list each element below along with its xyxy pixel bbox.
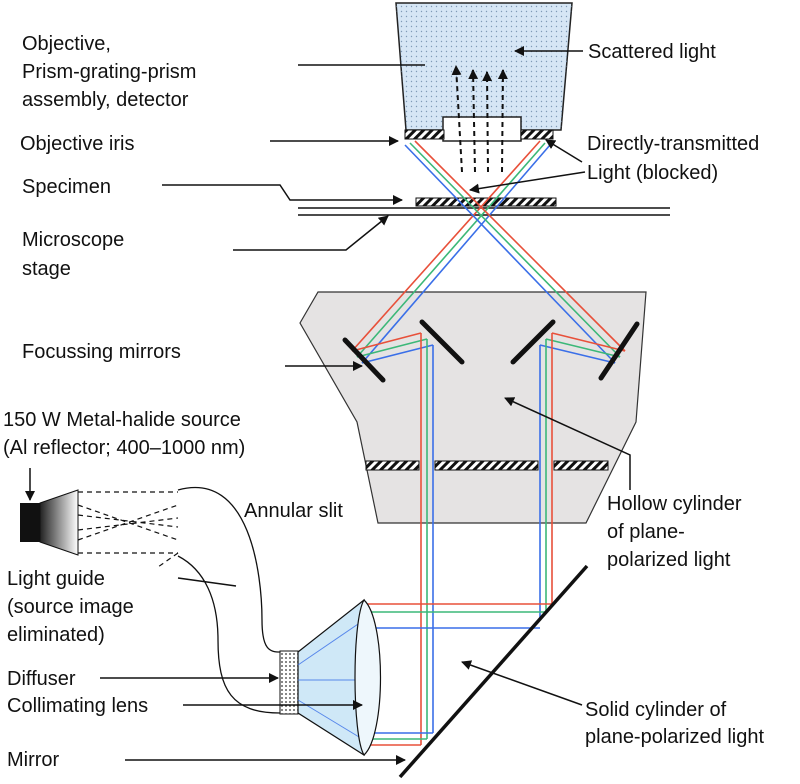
reflect-red-right: [551, 332, 626, 352]
source-dashed-rays: [77, 491, 179, 568]
annular-slit-right: [553, 460, 609, 471]
ray-blue-left: [361, 144, 551, 364]
ray-blue-right: [404, 144, 616, 364]
label-light-guide-line1: Light guide: [7, 568, 105, 590]
focussing-mirror-inner-right: [510, 319, 556, 365]
source-lamp: [20, 503, 40, 542]
source-reflector: [39, 489, 79, 556]
label-stage-line2: stage: [22, 258, 71, 280]
ray-red-right: [414, 140, 626, 352]
label-light-guide-line2: (source image: [7, 596, 134, 618]
annular-slit-center: [434, 460, 539, 471]
leader-light-guide: [177, 577, 237, 587]
label-scattered-light: Scattered light: [588, 41, 716, 63]
lens-inner-rays: [297, 619, 365, 741]
label-stage-line1: Microscope: [22, 229, 124, 251]
focussing-mirror-outer-left: [342, 337, 386, 383]
leader-stage: [233, 215, 389, 251]
reflect-green-right: [545, 338, 621, 358]
label-source-line1: 150 W Metal-halide source: [3, 409, 241, 431]
light-guide: [177, 487, 281, 714]
leader-direct-blocked: [469, 171, 586, 194]
focussing-mirrors: [342, 319, 640, 383]
leader-solid: [461, 660, 583, 706]
label-direct-line2: Light (blocked): [587, 162, 718, 184]
leader-specimen: [162, 184, 403, 205]
ray-green-left: [356, 142, 546, 358]
light-guide-bottom-edge: [177, 555, 281, 714]
label-diffuser: Diffuser: [7, 668, 76, 690]
collimating-lens: [297, 598, 382, 757]
annular-slit: [365, 460, 609, 471]
objective-housing-stipple: [396, 3, 572, 130]
label-objective-iris: Objective iris: [20, 133, 134, 155]
reflect-red-left: [351, 332, 422, 352]
label-objective-line2: Prism-grating-prism: [22, 61, 196, 83]
objective-iris-right: [520, 129, 554, 140]
objective-housing: [395, 2, 573, 142]
label-annular-slit: Annular slit: [244, 500, 343, 522]
label-light-guide-line3: eliminated): [7, 624, 105, 646]
labels: Objective, Prism-grating-prism assembly,…: [3, 33, 764, 771]
label-source-line2: (Al reflector; 400–1000 nm): [3, 437, 245, 459]
ray-red-left: [351, 140, 541, 352]
label-focussing-mirrors: Focussing mirrors: [22, 341, 181, 363]
label-objective-line3: assembly, detector: [22, 89, 189, 111]
objective-iris-left: [404, 129, 445, 140]
label-collimating-lens: Collimating lens: [7, 695, 148, 717]
scattered-arrow-3: [482, 71, 493, 173]
converging-light-rays: [351, 140, 626, 364]
label-objective-line1: Objective,: [22, 33, 111, 55]
objective-inner-box: [442, 116, 522, 142]
label-solid-line2: plane-polarized light: [585, 726, 764, 748]
label-hollow-line3: polarized light: [607, 549, 731, 571]
lens-ellipse: [354, 599, 382, 756]
light-source: [20, 489, 179, 568]
label-hollow-line2: of plane-: [607, 521, 685, 543]
condenser-housing: [299, 291, 647, 524]
focussing-mirror-inner-left: [419, 319, 465, 365]
label-specimen: Specimen: [22, 176, 111, 198]
focussing-mirror-outer-right: [598, 321, 640, 381]
leader-hollow: [504, 397, 631, 490]
label-mirror: Mirror: [7, 749, 60, 771]
ray-green-right: [409, 142, 621, 358]
scattered-light-arrows: [451, 65, 508, 173]
scattered-arrow-4: [497, 69, 508, 173]
light-guide-top-edge: [177, 487, 281, 653]
scattered-arrow-2: [468, 69, 479, 173]
label-solid-line1: Solid cylinder of: [585, 699, 727, 721]
annular-slit-left: [365, 460, 420, 471]
leader-direct-iris: [545, 139, 583, 163]
label-hollow-line1: Hollow cylinder: [607, 493, 742, 515]
mirror: [398, 564, 589, 779]
objective-iris: [404, 129, 554, 140]
leader-lines: [25, 46, 631, 765]
label-direct-line1: Directly-transmitted: [587, 133, 759, 155]
lens-cone: [297, 598, 365, 757]
hollow-cylinder-beams: [420, 333, 553, 745]
solid-cylinder-beams: [364, 603, 552, 746]
reflect-green-left: [356, 338, 428, 358]
